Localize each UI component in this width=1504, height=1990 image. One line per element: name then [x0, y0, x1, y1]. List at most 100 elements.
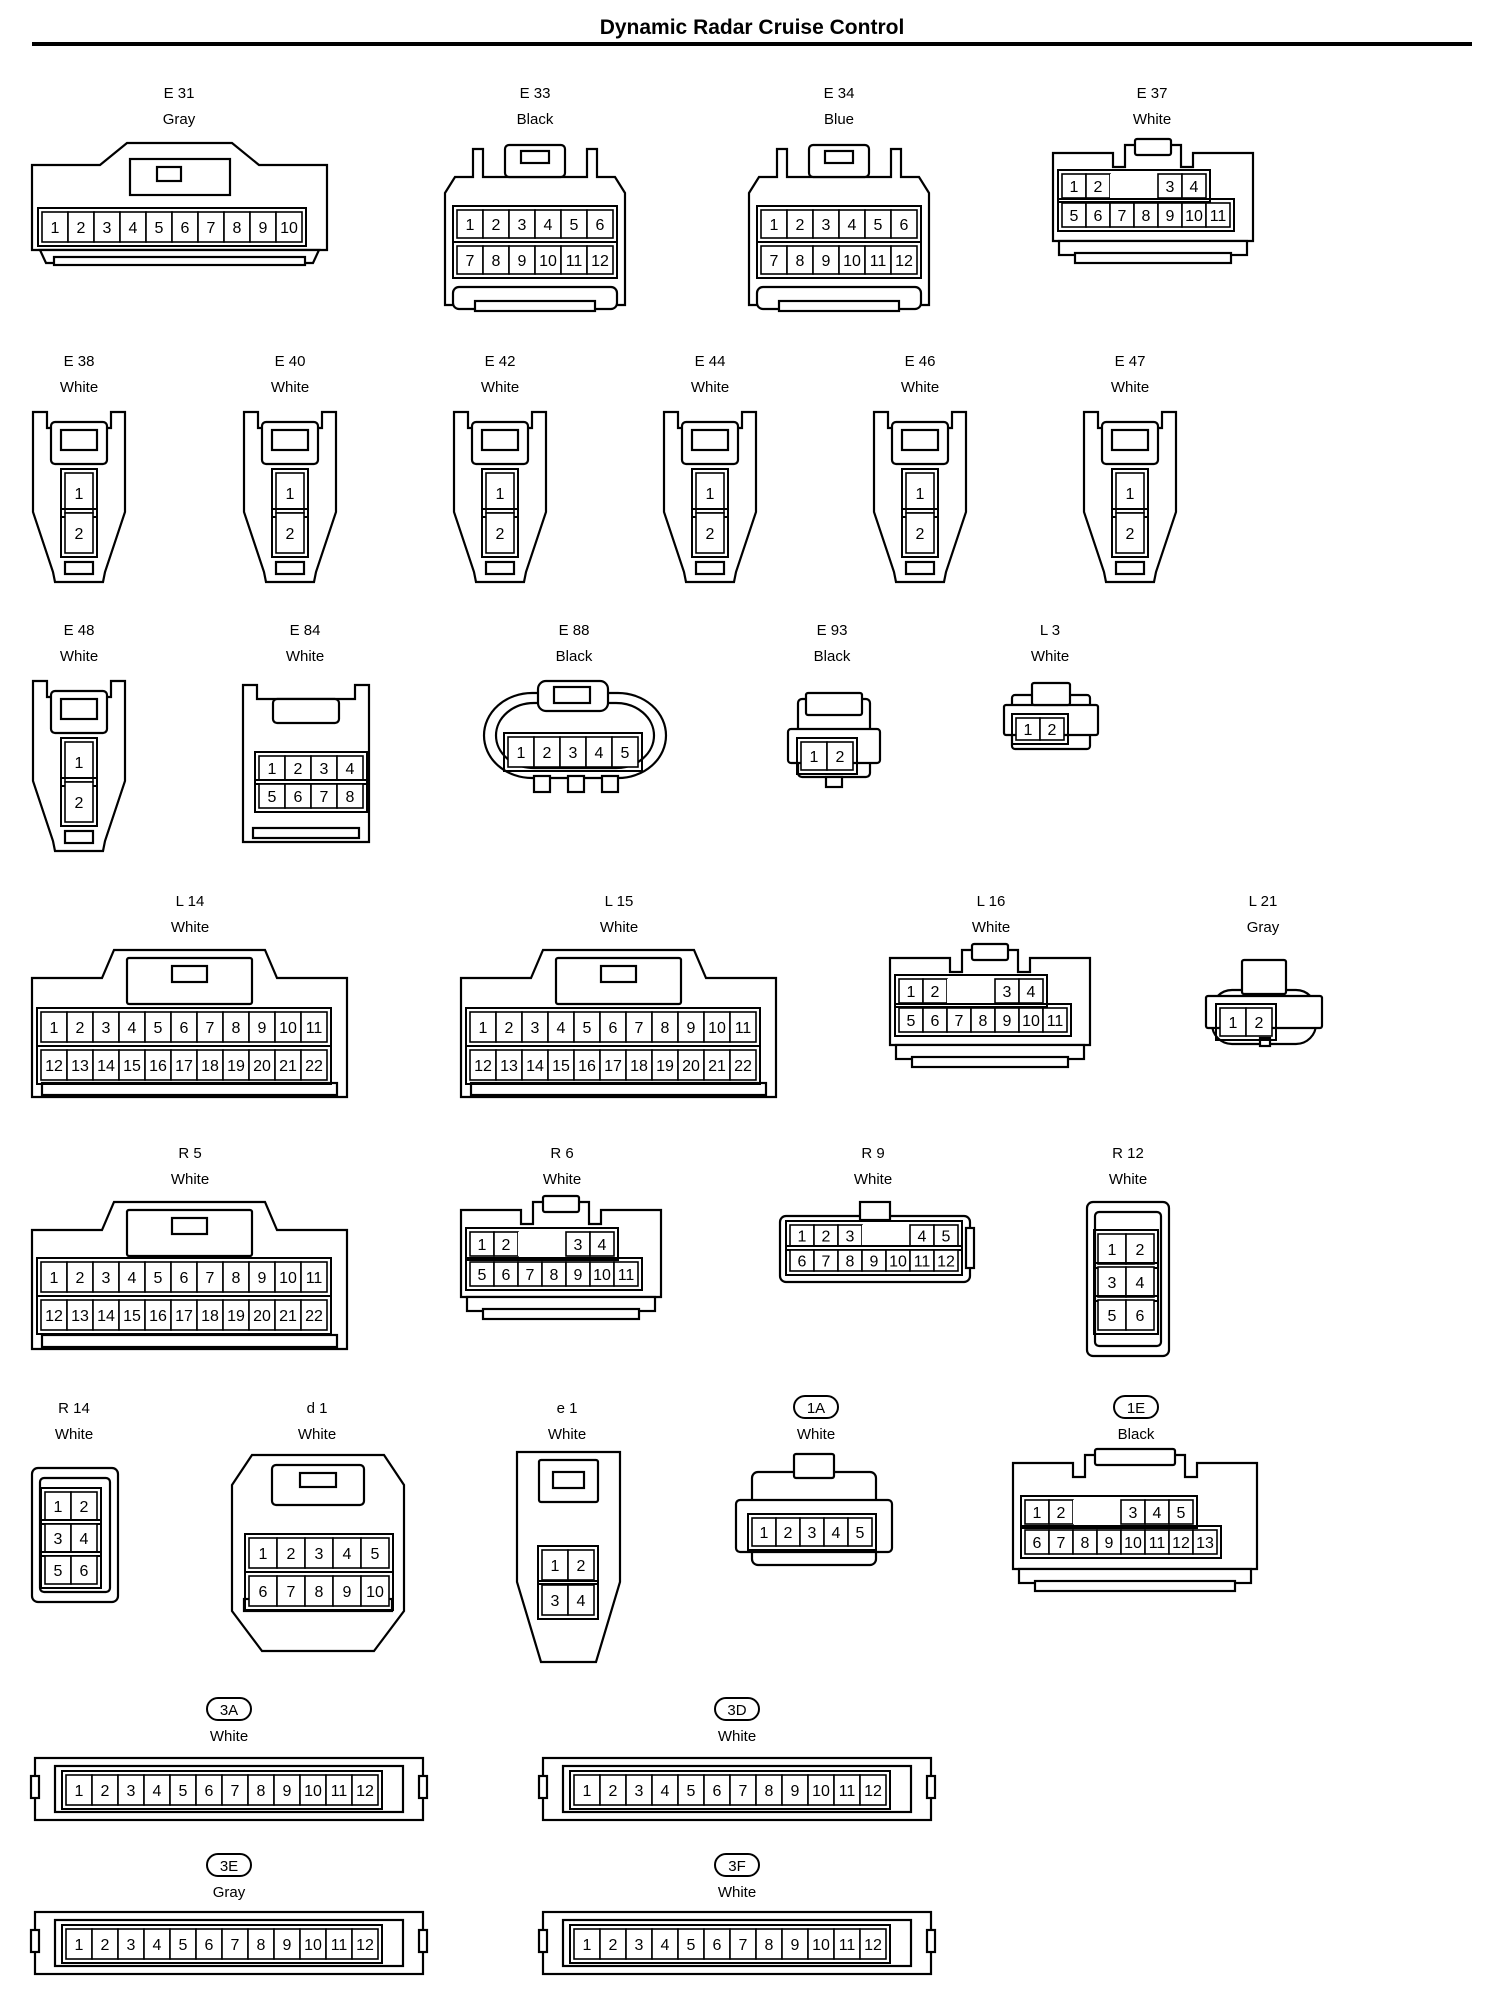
pin-cavity — [559, 736, 587, 768]
pin-row — [785, 1245, 963, 1276]
pin-number: 10 — [280, 220, 298, 237]
connector-id: E 93 — [817, 622, 848, 639]
pin-number: 4 — [153, 1783, 162, 1800]
latch — [900, 428, 940, 452]
pin-cavity — [197, 211, 225, 243]
pin-cavity — [703, 1011, 731, 1043]
pin-cavity — [222, 1261, 250, 1293]
connector-color: White — [718, 1728, 756, 1745]
pin-number: 2 — [287, 1546, 296, 1563]
pin-cavity — [703, 1774, 731, 1806]
pin-cavity — [118, 1261, 146, 1293]
pin-number: 10 — [812, 1937, 830, 1954]
connector-id: 1A — [807, 1400, 825, 1417]
pin-number: 9 — [259, 220, 268, 237]
pin-number: 15 — [123, 1308, 141, 1325]
pin-number: 4 — [577, 1593, 586, 1610]
pin-number: 11 — [1149, 1535, 1166, 1552]
pin-cavity — [248, 1011, 276, 1043]
rail — [777, 299, 901, 313]
pin-cavity — [760, 245, 788, 275]
connector-id: e 1 — [557, 1400, 578, 1417]
pin-number: 5 — [371, 1546, 380, 1563]
pin-number: 4 — [129, 220, 138, 237]
pin-number: 10 — [539, 253, 557, 270]
pin-number: 3 — [808, 1525, 817, 1542]
pin-number: 20 — [253, 1058, 271, 1075]
pin-cavity — [469, 1231, 495, 1257]
pin-cavity — [833, 1774, 861, 1806]
pin-cavity — [625, 1774, 653, 1806]
pin-number: 11 — [618, 1267, 635, 1284]
pin-number: 2 — [1094, 179, 1103, 196]
pin-cavity — [40, 1261, 68, 1293]
pin-cavity — [586, 245, 614, 275]
pin-cavity — [760, 209, 788, 239]
pin-cavity — [994, 1007, 1020, 1033]
pin-number: 18 — [201, 1308, 219, 1325]
id-badge — [793, 1395, 839, 1419]
pin-number: 5 — [478, 1267, 487, 1284]
pin-number: 2 — [1048, 722, 1057, 739]
pin-cavity — [589, 1231, 615, 1257]
pin-cavity — [1125, 1233, 1155, 1265]
pin-number: 12 — [864, 1937, 882, 1954]
pin-cavity — [360, 1537, 390, 1569]
pin-number: 2 — [286, 526, 295, 543]
pin-number: 8 — [233, 220, 242, 237]
pin-number: 10 — [279, 1020, 297, 1037]
pin-number: 3 — [1108, 1275, 1117, 1292]
latch — [59, 697, 99, 721]
pin-number: 2 — [76, 1270, 85, 1287]
pin-cavity — [456, 209, 484, 239]
pin-number: 4 — [1190, 179, 1199, 196]
pin-number: 1 — [1033, 1505, 1042, 1522]
connector-id: E 88 — [559, 622, 590, 639]
connector-color: White — [543, 1171, 581, 1188]
rail — [251, 826, 361, 840]
pin-number: 1 — [75, 486, 84, 503]
pin-number: 6 — [180, 1020, 189, 1037]
pin-number: 7 — [822, 1254, 831, 1271]
pin-number: 7 — [739, 1783, 748, 1800]
pin-cavity — [144, 1011, 172, 1043]
pin-number: 12 — [591, 253, 609, 270]
pin-number: 12 — [45, 1308, 63, 1325]
connector-id: E 84 — [290, 622, 321, 639]
pin-number: 3 — [518, 217, 527, 234]
pin-number: 17 — [175, 1308, 193, 1325]
pin-number: 18 — [201, 1058, 219, 1075]
pin-number: 1 — [496, 486, 505, 503]
pin-number: 8 — [232, 1020, 241, 1037]
pin-number: 6 — [502, 1267, 511, 1284]
pin-number: 9 — [687, 1020, 696, 1037]
pin-cavity — [300, 1011, 328, 1043]
pin-number: 14 — [97, 1058, 115, 1075]
pin-cavity — [786, 245, 814, 275]
pin-number: 1 — [478, 1237, 487, 1254]
pin-cavity — [482, 209, 510, 239]
pin-number: 5 — [942, 1229, 951, 1246]
pin-number: 6 — [180, 1270, 189, 1287]
pin-cavity — [567, 1549, 595, 1581]
pin-number: 4 — [557, 1020, 566, 1037]
pin-number: 12 — [864, 1783, 882, 1800]
pin-number: 9 — [791, 1937, 800, 1954]
pin-number: 16 — [578, 1058, 596, 1075]
pin-cavity — [274, 1011, 302, 1043]
pin-number: 1 — [810, 749, 819, 766]
pin-number: 4 — [153, 1937, 162, 1954]
pin-cavity — [905, 512, 935, 554]
pin-cavity — [495, 1011, 523, 1043]
pin-row — [537, 1545, 599, 1585]
pin-cavity — [541, 1261, 567, 1287]
pin-number: 2 — [609, 1937, 618, 1954]
pin-cavity — [567, 1584, 595, 1616]
pin-cavity — [1039, 717, 1065, 741]
id-badge — [714, 1697, 760, 1721]
